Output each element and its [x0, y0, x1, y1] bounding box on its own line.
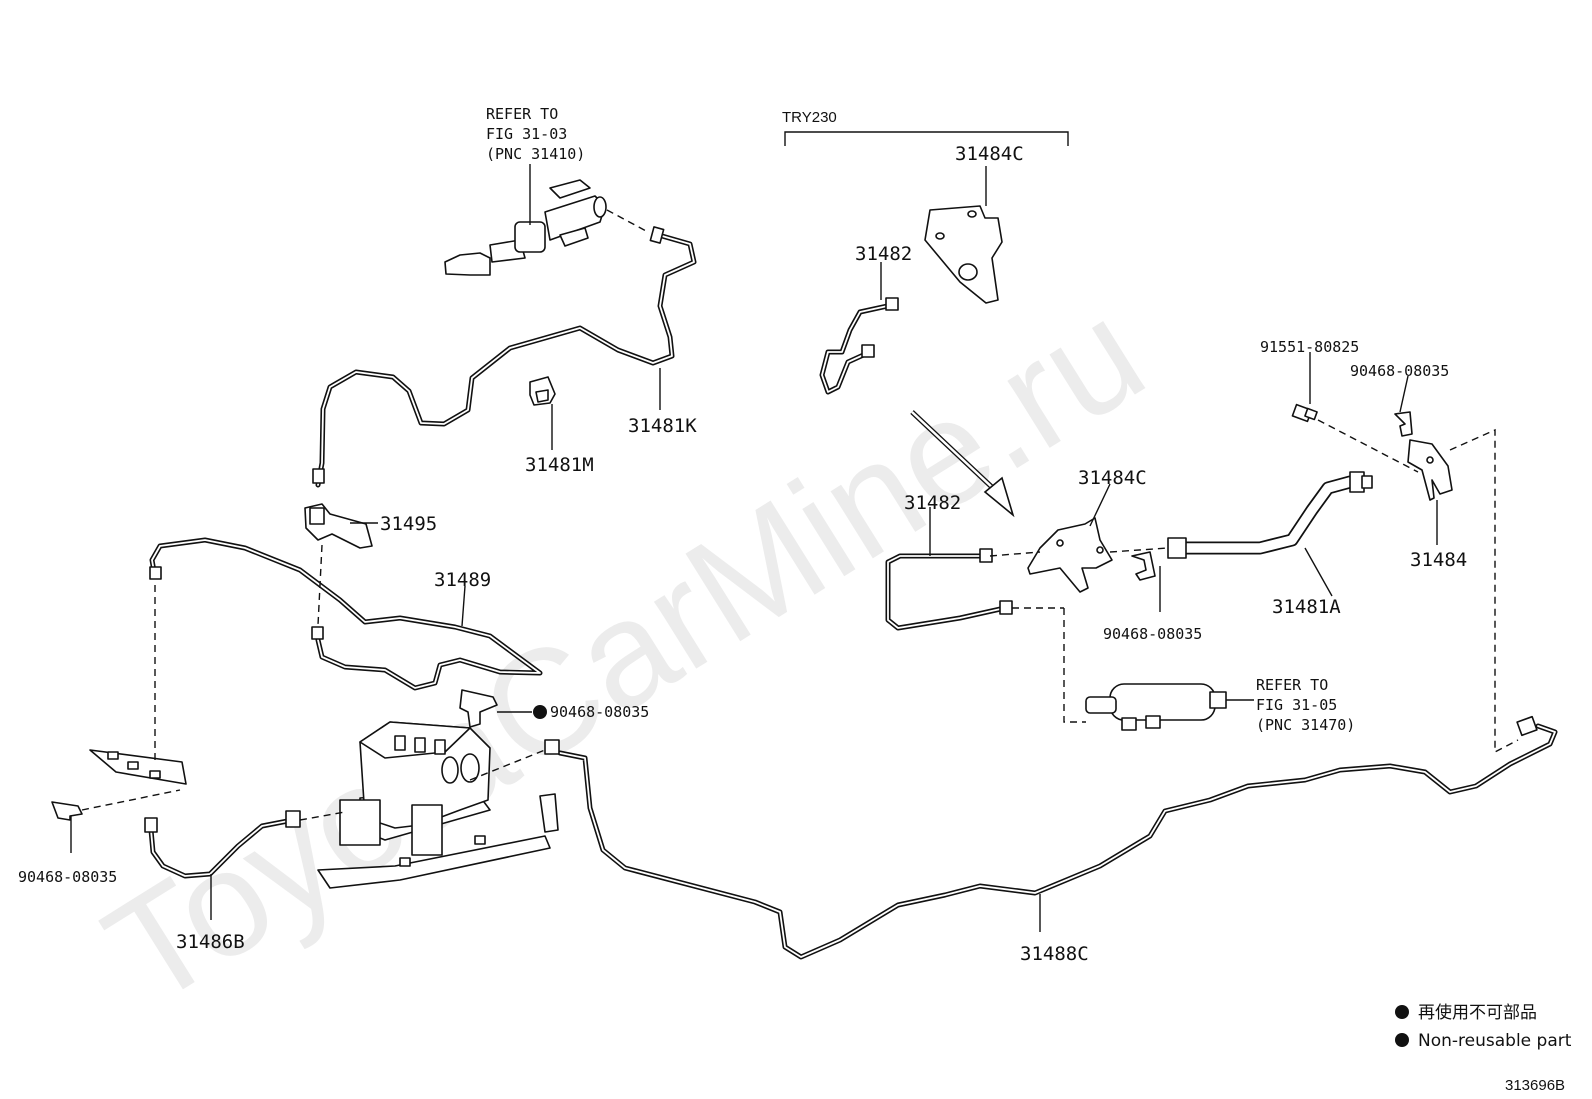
pipe-31486B[interactable]: [148, 816, 301, 879]
svg-text:FIG 31-05: FIG 31-05: [1256, 696, 1337, 714]
bracket-31495[interactable]: [304, 503, 373, 549]
label-31484C-top: 31484C: [955, 143, 1024, 165]
label-90468-right: 90468-08035: [1350, 362, 1449, 380]
label-91551-80825: 91551-80825: [1260, 338, 1359, 356]
clip-90468-left[interactable]: [51, 801, 83, 821]
flare-nut-fittings: [144, 226, 1538, 833]
label-90468-center: 90468-08035: [550, 703, 649, 721]
label-31482-mid: 31482: [904, 492, 961, 514]
group-label-try230: TRY230: [782, 109, 837, 126]
legend-line-japanese: 再使用不可部品: [1418, 1002, 1537, 1023]
dashed-alignment-lines: [81, 209, 1519, 821]
callout-refer-master-cylinder: REFER TO FIG 31-03 (PNC 31410): [486, 105, 585, 163]
watermark: ToyotaCarMine.ru: [78, 267, 1171, 1037]
clip-90468-center[interactable]: [459, 689, 498, 728]
bracket-31484C-top[interactable]: [924, 205, 1003, 304]
svg-text:REFER TO: REFER TO: [1256, 676, 1328, 694]
label-90468-left: 90468-08035: [18, 868, 117, 886]
label-31481K: 31481K: [628, 415, 697, 437]
label-90468-mid: 90468-08035: [1103, 625, 1202, 643]
abs-actuator-assembly[interactable]: [317, 721, 559, 889]
non-reusable-marker-icon: [533, 705, 547, 719]
bracket-plate-left[interactable]: [89, 749, 187, 785]
label-31486B: 31486B: [176, 931, 245, 953]
label-31481M: 31481M: [525, 454, 594, 476]
clip-90468-mid[interactable]: [1131, 551, 1156, 581]
clip-90468-right[interactable]: [1394, 411, 1413, 437]
svg-text:(PNC 31410): (PNC 31410): [486, 145, 585, 163]
label-31484C-mid: 31484C: [1078, 467, 1147, 489]
svg-text:(PNC 31470): (PNC 31470): [1256, 716, 1355, 734]
label-31481A: 31481A: [1272, 596, 1341, 618]
bracket-31484[interactable]: [1407, 439, 1453, 501]
label-31488C: 31488C: [1020, 943, 1089, 965]
pipe-31488C[interactable]: [557, 723, 1558, 960]
label-31489: 31489: [434, 569, 491, 591]
direction-arrow-icon: [910, 410, 1015, 518]
bolt-91551-80825[interactable]: [1291, 403, 1318, 423]
svg-text:REFER TO: REFER TO: [486, 105, 558, 123]
legend: 再使用不可部品 Non-reusable part: [1395, 1002, 1572, 1051]
clutch-release-cylinder[interactable]: [1085, 683, 1227, 731]
svg-text:FIG 31-03: FIG 31-03: [486, 125, 567, 143]
leader-lines: [70, 131, 1438, 932]
clutch-master-cylinder[interactable]: [444, 179, 607, 276]
legend-line-english: Non-reusable part: [1418, 1031, 1572, 1051]
pipe-31481K[interactable]: [315, 233, 697, 488]
label-31482-top: 31482: [855, 243, 912, 265]
bracket-31484C-mid[interactable]: [1027, 517, 1113, 593]
callout-refer-release-cylinder: REFER TO FIG 31-05 (PNC 31470): [1256, 676, 1355, 734]
legend-bullet-icon: [1395, 1005, 1409, 1019]
pipe-31482-top[interactable]: [819, 302, 895, 395]
hose-31481A[interactable]: [1167, 471, 1373, 559]
pipe-31482-mid[interactable]: [885, 553, 1008, 631]
figure-id: 313696B: [1505, 1077, 1565, 1094]
legend-bullet-icon: [1395, 1033, 1409, 1047]
clip-31481M[interactable]: [529, 376, 556, 406]
label-31495: 31495: [380, 513, 437, 535]
pipe-31489[interactable]: [149, 537, 543, 691]
label-31484: 31484: [1410, 549, 1467, 571]
